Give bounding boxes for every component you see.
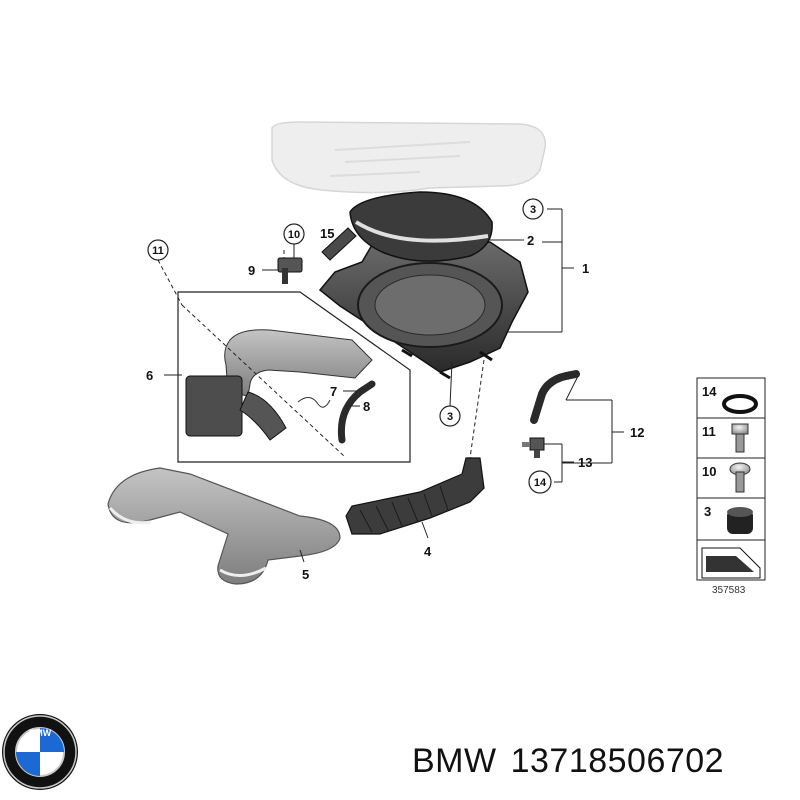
callout-3-bottom: 3 [439, 405, 461, 427]
svg-text:10: 10 [288, 229, 300, 241]
vent-hose-12 [530, 370, 580, 424]
label-7: 7 [330, 384, 337, 399]
bolt-icon [731, 423, 749, 453]
svg-text:14: 14 [534, 477, 547, 489]
fastener-legend: 14 11 10 3 [696, 377, 766, 581]
screw-icon [729, 462, 751, 493]
part-number: 13718506702 [510, 742, 725, 780]
bracket-15 [321, 227, 357, 261]
callout-11: 11 [147, 239, 169, 261]
svg-text:3: 3 [530, 204, 536, 216]
legend-num-11: 11 [702, 424, 716, 439]
part-caption: BMW 13718506702 [412, 742, 738, 781]
air-duct-4 [345, 457, 485, 535]
label-9: 9 [248, 263, 255, 278]
svg-text:11: 11 [152, 245, 164, 257]
label-5: 5 [302, 567, 309, 582]
air-filter-housing [318, 241, 529, 380]
label-6: 6 [146, 368, 153, 383]
arrow-icon [701, 547, 761, 579]
label-12: 12 [630, 425, 644, 440]
legend-num-3: 3 [704, 504, 711, 519]
intake-snorkel-5 [107, 467, 341, 585]
o-ring-icon [722, 394, 758, 414]
svg-text:3: 3 [447, 411, 453, 423]
legend-num-14: 14 [702, 384, 717, 399]
assembly-6-box [177, 291, 411, 463]
leader-dashes [157, 250, 485, 459]
leader-lines [164, 208, 624, 563]
svg-text:BMW: BMW [29, 728, 52, 738]
brand-name: BMW [412, 742, 497, 780]
bmw-logo: BMW [2, 714, 78, 790]
rubber-grommet-icon [727, 507, 753, 534]
label-2: 2 [527, 233, 534, 248]
label-1: 1 [582, 261, 589, 276]
air-mass-sensor [277, 257, 303, 284]
hose-8 [337, 380, 376, 444]
callout-14: 14 [528, 470, 552, 494]
engine-cover [271, 121, 547, 194]
valve-13 [522, 437, 545, 458]
label-4: 4 [424, 544, 432, 559]
diagram-reference-number: 357583 [712, 585, 746, 596]
label-8: 8 [363, 399, 370, 414]
label-15: 15 [320, 226, 334, 241]
callout-10: 10 [283, 223, 305, 245]
legend-num-10: 10 [702, 464, 716, 479]
label-13: 13 [578, 455, 592, 470]
callout-3-top: 3 [522, 198, 544, 220]
intake-duct-6 [185, 329, 373, 441]
